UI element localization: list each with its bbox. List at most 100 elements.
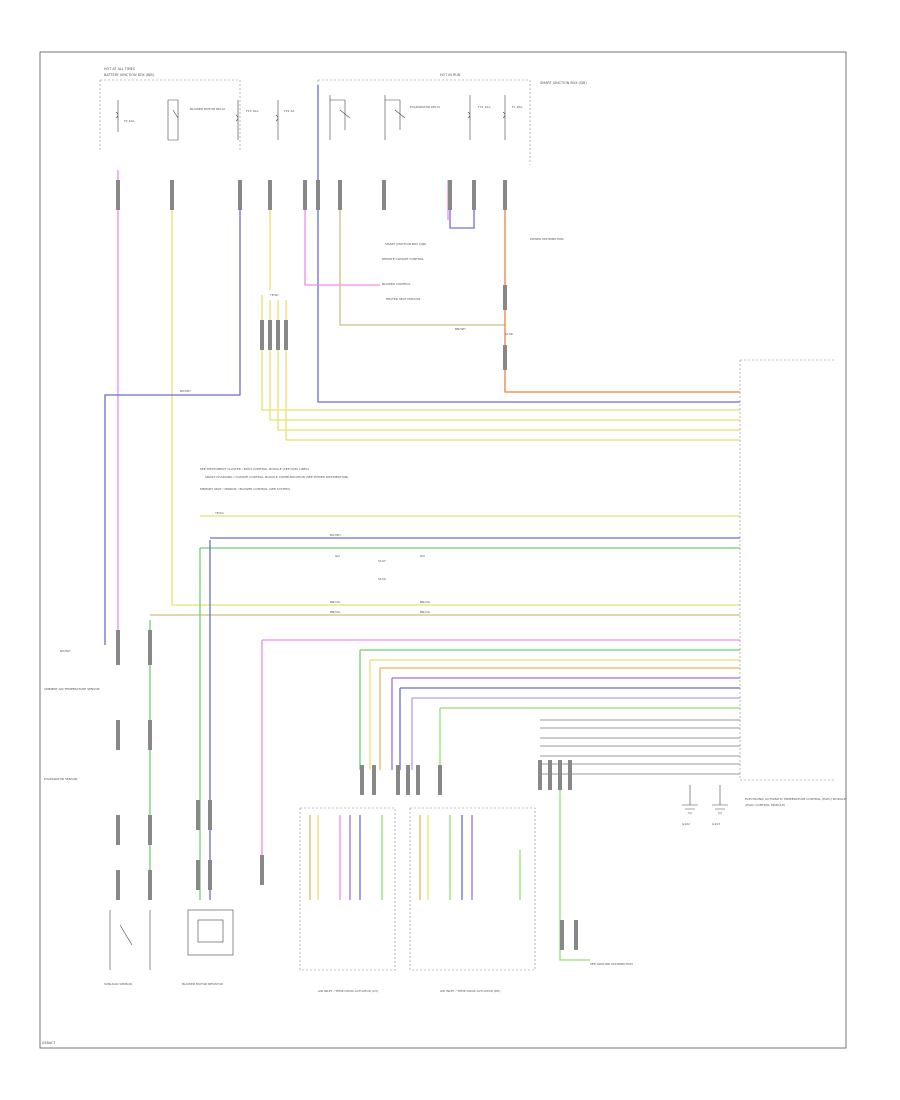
connector-pin: [406, 765, 410, 795]
battery-junction-box-label: BATTERY JUNCTION BOX (BJB): [104, 73, 155, 77]
splice-s107: S107: [378, 559, 386, 563]
wire-purple-loop: [449, 180, 475, 229]
wire-orange-feed: [504, 180, 740, 393]
fuse-1-label: F2 10A: [124, 119, 135, 123]
relay-icon: [167, 99, 179, 141]
connector-pin: [372, 765, 376, 795]
splice-s108: S108: [505, 332, 513, 336]
fuse-3-icon: [275, 100, 279, 140]
connector-pin: [558, 760, 562, 790]
ambient-temp-label: AMBIENT AIR TEMPERATURE SENSOR: [44, 687, 100, 691]
fuse-2-icon: [235, 100, 239, 140]
actuator-lh-label: AIR INLET / TEMP DOOR ACTUATOR (LH): [318, 989, 378, 993]
hvac-module-label: ELECTRONIC AUTOMATIC TEMPERATURE CONTROL…: [745, 797, 846, 801]
relay-label: BLOWER MOTOR RELAY: [190, 107, 226, 111]
evaporator-label: EVAPORATOR SENSOR: [44, 777, 77, 781]
connector-pins: [116, 180, 578, 950]
connector-pin: [208, 860, 212, 890]
connector-pin: [438, 765, 442, 795]
wire-green-s1: [359, 649, 740, 770]
wire-blue-relay2: [317, 85, 740, 403]
ground-g103-icon: [712, 785, 728, 814]
left-components: AMBIENT AIR TEMPERATURE SENSOR EVAPORATO…: [44, 687, 234, 986]
connector-pin: [416, 765, 420, 795]
hot-in-run-label: HOT IN RUN: [440, 73, 461, 77]
connector-pin: [276, 320, 280, 350]
ground-g103-label: G103: [712, 822, 720, 826]
sunload-label: SUNLOAD SENSOR: [104, 982, 132, 986]
relay-2-icon: [329, 95, 351, 140]
connector-pin: [548, 760, 552, 790]
wire-label-bu-wh-mid: BU/WH: [180, 389, 191, 393]
fuse-5-icon: [502, 95, 506, 140]
connector-pin: [170, 180, 174, 210]
fuse-4-label: F31 10A: [478, 105, 491, 109]
connector-pin: [148, 870, 152, 900]
wire-label-bn-og-c: BN/OG: [330, 610, 341, 614]
connector-pin: [238, 180, 242, 210]
wire-purple-s4: [391, 677, 740, 770]
cluster-note: SEE INSTRUMENT CLUSTER / BODY CONTROL MO…: [200, 467, 309, 471]
connector-pin: [148, 720, 152, 750]
actuator-rh-group: AIR INLET / TEMP DOOR ACTUATOR (RH): [409, 807, 536, 993]
connector-pin: [338, 180, 342, 210]
connector-pin: [268, 180, 272, 210]
sjb-top-label: SMART JUNCTION BOX (SJB): [540, 81, 587, 85]
wire-label-bn-og-a: BN/OG: [330, 600, 341, 604]
fuse-3-label: F21 5A: [284, 109, 295, 113]
connector-pin: [503, 180, 507, 210]
wire-olive-evap: [339, 180, 505, 326]
connector-pin: [196, 800, 200, 830]
actuator-lh-group: AIR INLET / TEMP DOOR ACTUATOR (LH): [299, 807, 396, 993]
connector-pin: [116, 180, 120, 210]
wire-blue-fuse2: [104, 180, 241, 645]
wire-grey-bundle: [540, 719, 740, 775]
wire-yellow-relay: [171, 180, 740, 606]
wire-orange-s3: [379, 667, 740, 770]
wire-blue-s5: [399, 687, 740, 770]
memory-note: MEMORY SEAT / MIRROR / BLOWER CONTROL (S…: [200, 487, 290, 491]
connector-pin: [116, 630, 120, 665]
connector-pin: [448, 180, 452, 210]
fuse-4-icon: [467, 95, 471, 140]
fuse-5-label: F1 40A: [512, 105, 523, 109]
connector-pin: [316, 180, 320, 210]
connector-pin: [208, 800, 212, 830]
hot-at-all-times-label: HOT AT ALL TIMES: [104, 67, 135, 71]
dual-tmp-label: HEATED SEAT MODULE: [386, 297, 420, 301]
wire-label-rsc-note: SMART CHARGING / CLIMATE CONTROL MODULE …: [205, 475, 348, 479]
actuator-rh-boundary: [409, 807, 536, 971]
diagram-frame: [39, 51, 847, 1049]
wire-yellow-s2: [369, 659, 740, 770]
connector-pin: [382, 180, 386, 210]
hvac-module-boundary: [739, 359, 835, 781]
connector-pin: [116, 720, 120, 750]
connector-pin: [574, 920, 578, 950]
smart-a-label: SMART JUNCTION BOX (SJB): [385, 242, 426, 246]
connector-pin: [260, 855, 264, 885]
ground-note: SEE GROUND DISTRIBUTION: [590, 962, 633, 966]
connector-pin: [503, 345, 507, 370]
connector-pin: [260, 320, 264, 350]
evap-relay-icon: [384, 95, 406, 140]
rsc-b-label: BLOWER CONTROL: [382, 282, 411, 286]
connector-pin: [148, 630, 152, 665]
bjb-boundary: [99, 79, 241, 150]
connector-pin: [568, 760, 572, 790]
blower-resistor-icon: [187, 909, 234, 956]
wire-label-bu-wh-a: BU/WH: [330, 533, 341, 537]
hvac-module-sub: (HVAC CONTROL MODULE): [745, 803, 785, 807]
connector-pin: [116, 870, 120, 900]
ground-symbols: G102 G103: [682, 785, 728, 826]
connector-pin: [360, 765, 364, 795]
wire-pink-relay2: [304, 180, 380, 286]
wire-green-rear: [559, 770, 590, 961]
connector-pin: [560, 920, 564, 950]
power-dist-label: POWER DISTRIBUTION: [530, 237, 564, 241]
ground-g102-label: G102: [682, 822, 690, 826]
sjb-boundary: [317, 79, 531, 165]
wire-label-bn-og-b: BN/OG: [420, 600, 431, 604]
wire-label-bu-wh-left: BU/WH: [60, 649, 71, 653]
wire-pink-sensor: [261, 639, 740, 870]
